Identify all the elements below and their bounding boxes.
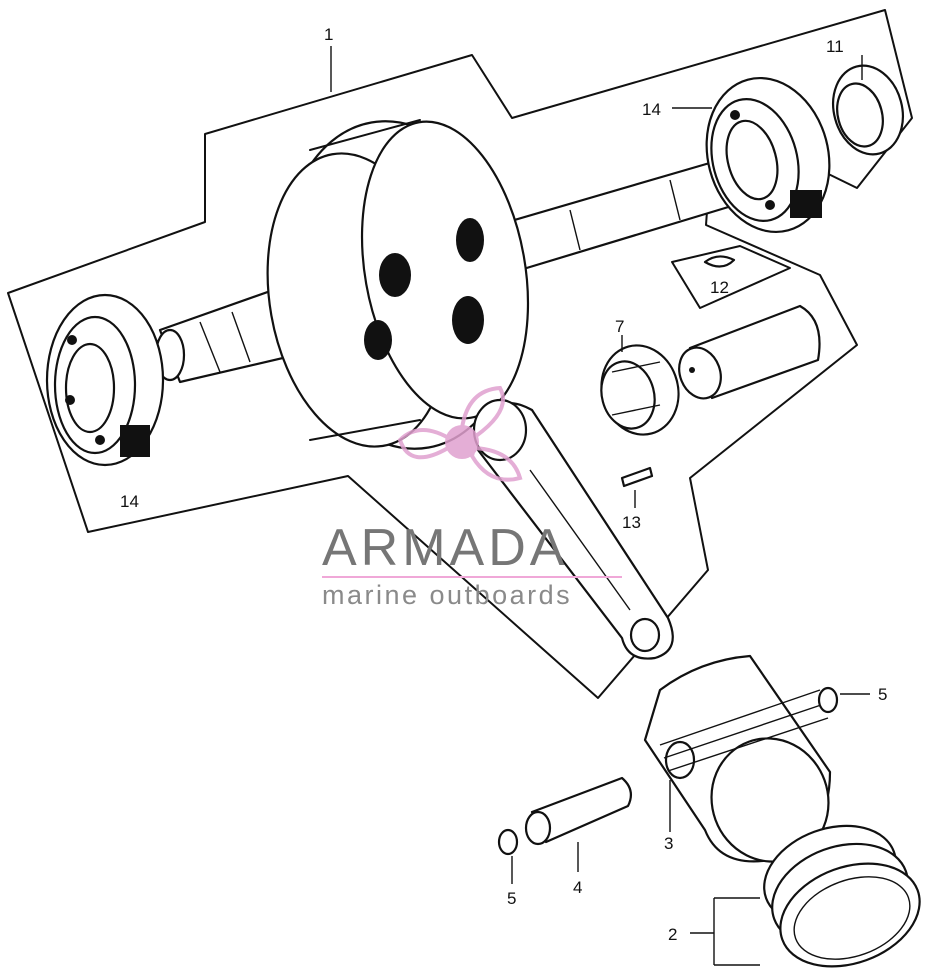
watermark-brand: ARMADA bbox=[322, 519, 568, 577]
callout-7: 7 bbox=[615, 317, 624, 336]
piston-pin-4 bbox=[524, 776, 633, 872]
propeller-logo-icon bbox=[397, 385, 523, 482]
circlip-left bbox=[497, 828, 519, 856]
leader-2 bbox=[690, 897, 760, 966]
callout-4: 4 bbox=[573, 878, 582, 897]
callout-5-left: 5 bbox=[507, 889, 516, 908]
callout-14-left: 14 bbox=[120, 492, 139, 511]
connecting-rod bbox=[472, 398, 674, 660]
callout-1: 1 bbox=[324, 25, 333, 44]
callout-12: 12 bbox=[710, 278, 729, 297]
seal-11 bbox=[832, 55, 904, 156]
callout-11: 11 bbox=[826, 37, 844, 56]
key-group-outline bbox=[671, 245, 791, 309]
watermark-tagline: marine outboards bbox=[322, 580, 572, 610]
key-12 bbox=[703, 255, 736, 268]
needle-bearing-7 bbox=[600, 335, 680, 436]
callout-2: 2 bbox=[668, 925, 677, 944]
bearing-right bbox=[705, 76, 831, 234]
crankshaft-group-outline bbox=[7, 9, 913, 699]
callout-14-top: 14 bbox=[642, 100, 661, 119]
pin-13 bbox=[620, 466, 654, 488]
circlip-right bbox=[817, 686, 839, 714]
piston-rings-2 bbox=[763, 824, 921, 968]
bearing-left bbox=[45, 293, 165, 467]
crank-pin bbox=[678, 304, 821, 400]
callout-3: 3 bbox=[664, 834, 673, 853]
crankshaft bbox=[154, 119, 737, 450]
piston-3 bbox=[643, 654, 832, 863]
callout-13: 13 bbox=[622, 513, 641, 532]
callout-5-right: 5 bbox=[878, 685, 887, 704]
